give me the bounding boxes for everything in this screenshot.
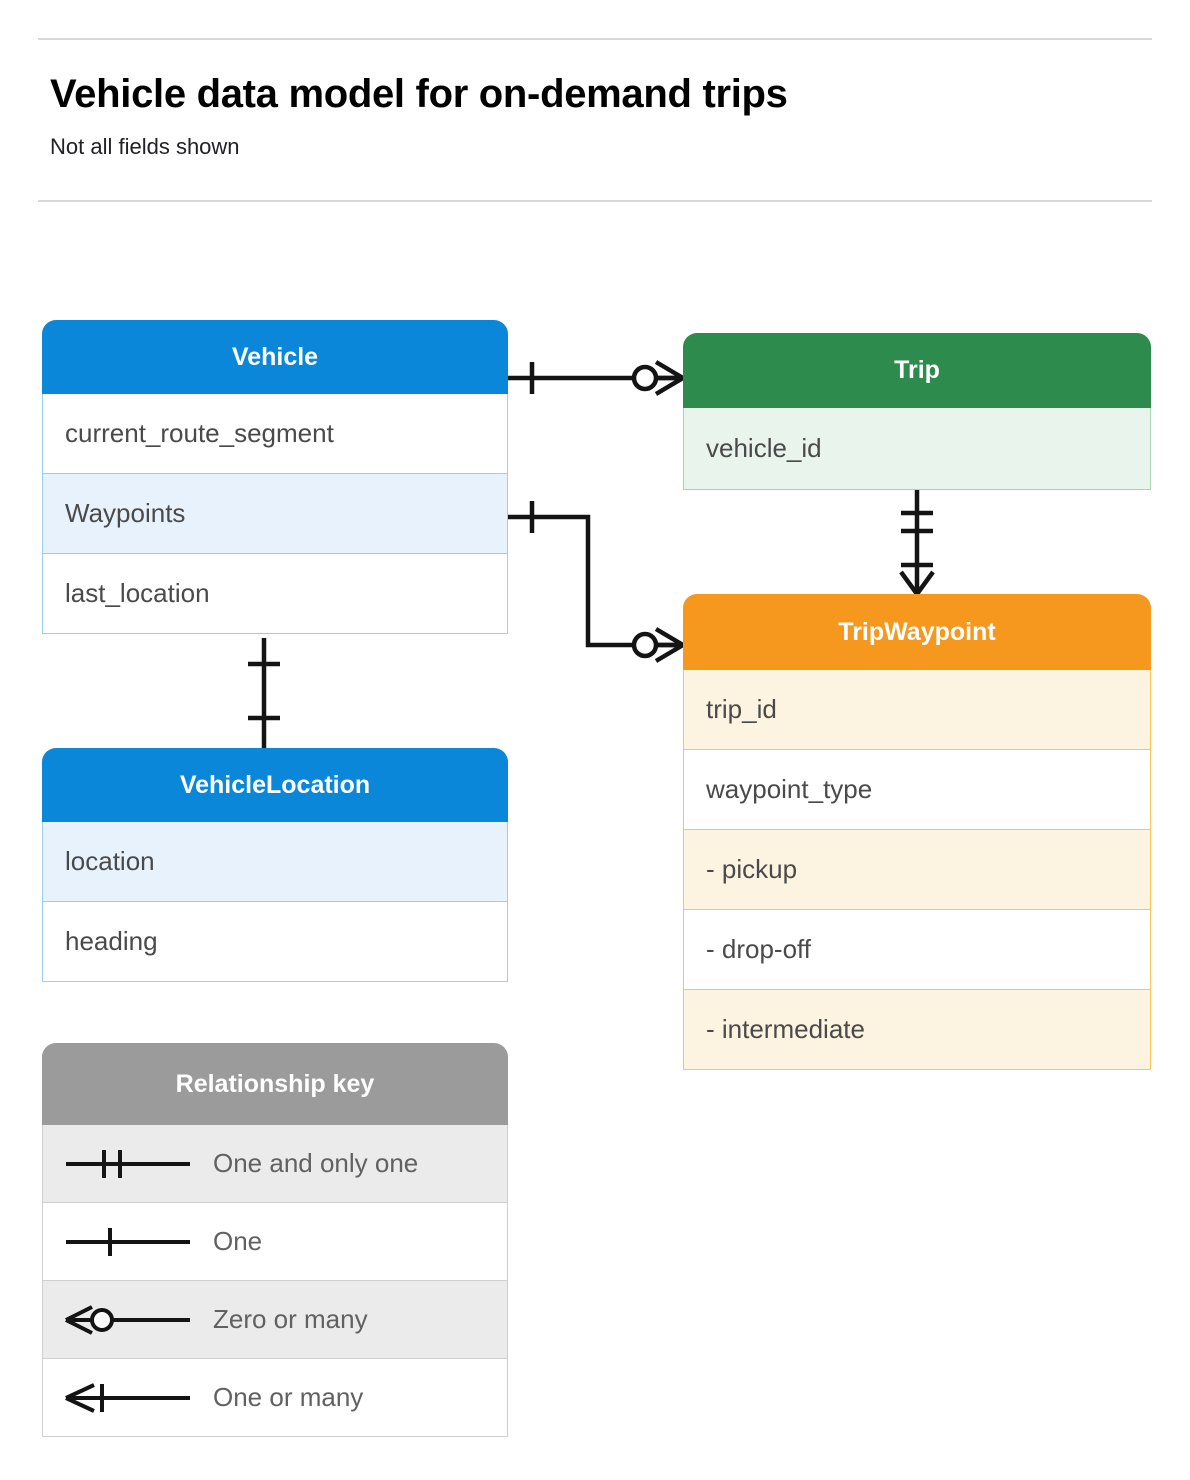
entity-vehicle-location-field-0[interactable]: location: [42, 822, 508, 902]
field-label: waypoint_type: [706, 774, 873, 804]
entity-trip[interactable]: Trip vehicle_id: [683, 333, 1151, 490]
entity-trip-header: Trip: [683, 333, 1151, 408]
legend-label: One: [213, 1226, 263, 1256]
entity-vehicle-field-2[interactable]: last_location: [42, 554, 508, 634]
entity-vehicle-location-header: VehicleLocation: [42, 748, 508, 822]
page-subtitle: Not all fields shown: [50, 134, 240, 159]
entity-vehicle-location-field-1[interactable]: heading: [42, 902, 508, 982]
field-label: - pickup: [706, 854, 798, 884]
field-label: current_route_segment: [65, 418, 334, 448]
field-label: vehicle_id: [706, 433, 822, 463]
field-label: last_location: [65, 578, 210, 608]
entity-vehicle-field-0[interactable]: current_route_segment: [42, 394, 508, 474]
entity-vehicle-title: Vehicle: [231, 342, 319, 371]
header-bottom-divider: [38, 200, 1152, 202]
entity-vehicle[interactable]: Vehicle current_route_segment Waypoints …: [42, 320, 508, 634]
entity-trip-waypoint-field-0[interactable]: trip_id: [683, 670, 1151, 750]
relationship-key-legend: Relationship key One and only one One: [42, 1043, 508, 1437]
page-title: Vehicle data model for on-demand trips: [50, 72, 788, 116]
entity-trip-field-0[interactable]: vehicle_id: [683, 408, 1151, 490]
legend-label: One or many: [213, 1382, 364, 1412]
entity-trip-waypoint-field-4[interactable]: - intermediate: [683, 990, 1151, 1070]
entity-vehicle-field-1[interactable]: Waypoints: [42, 474, 508, 554]
field-label: location: [65, 846, 155, 876]
entity-trip-waypoint-field-2[interactable]: - pickup: [683, 830, 1151, 910]
top-divider: [38, 38, 1152, 40]
legend-title: Relationship key: [175, 1069, 375, 1098]
legend-label: One and only one: [213, 1148, 419, 1178]
entity-trip-waypoint-field-1[interactable]: waypoint_type: [683, 750, 1151, 830]
zero-or-many-icon: [43, 1300, 213, 1340]
entity-trip-waypoint-header: TripWaypoint: [683, 594, 1151, 670]
field-label: Waypoints: [65, 498, 186, 528]
entity-trip-waypoint-title: TripWaypoint: [838, 617, 996, 646]
legend-label: Zero or many: [213, 1304, 368, 1334]
entity-vehicle-location[interactable]: VehicleLocation location heading: [42, 748, 508, 982]
entity-vehicle-header: Vehicle: [42, 320, 508, 394]
legend-row-one-and-only-one: One and only one: [42, 1125, 508, 1203]
one-and-only-one-icon: [43, 1144, 213, 1184]
entity-trip-waypoint-field-3[interactable]: - drop-off: [683, 910, 1151, 990]
one-or-many-icon: [43, 1378, 213, 1418]
one-icon: [43, 1222, 213, 1262]
entity-trip-title: Trip: [894, 356, 940, 384]
field-label: - intermediate: [706, 1014, 865, 1044]
entity-trip-waypoint[interactable]: TripWaypoint trip_id waypoint_type - pic…: [683, 594, 1151, 1070]
field-label: - drop-off: [706, 934, 812, 964]
field-label: heading: [65, 926, 158, 956]
legend-row-one: One: [42, 1203, 508, 1281]
field-label: trip_id: [706, 694, 777, 724]
entity-vehicle-location-title: VehicleLocation: [179, 770, 371, 799]
legend-header: Relationship key: [42, 1043, 508, 1125]
legend-row-one-or-many: One or many: [42, 1359, 508, 1437]
legend-row-zero-or-many: Zero or many: [42, 1281, 508, 1359]
